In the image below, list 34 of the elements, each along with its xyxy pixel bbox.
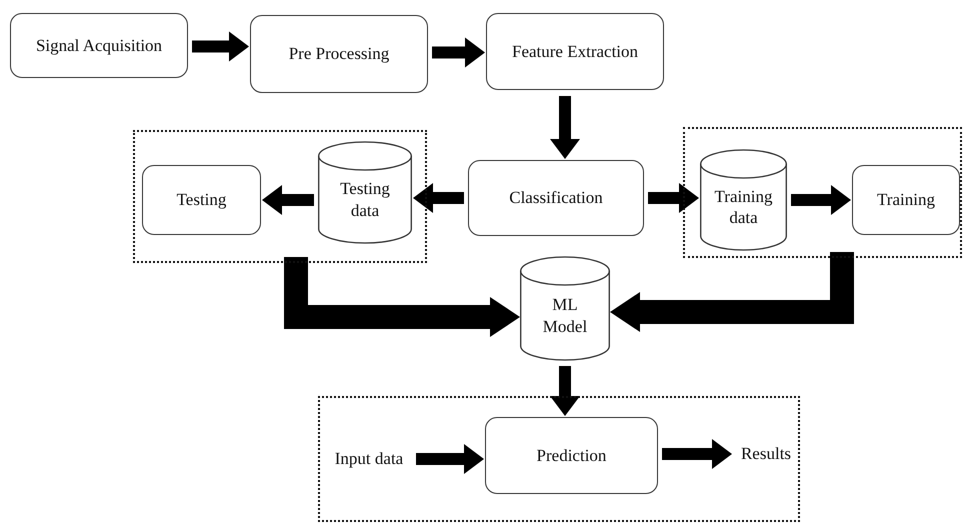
dotted-group-frame <box>133 130 427 263</box>
box-label: Signal Acquisition <box>36 36 162 56</box>
arrow <box>413 183 464 213</box>
arrow <box>550 96 580 159</box>
arrow <box>550 366 580 416</box>
flow-label: Input data <box>334 449 404 469</box>
arrow <box>791 185 851 215</box>
arrow <box>192 32 249 62</box>
process-box <box>485 417 658 494</box>
process-box <box>10 13 188 78</box>
arrow <box>648 183 699 213</box>
process-box <box>486 13 664 90</box>
box-label: Feature Extraction <box>512 42 638 62</box>
arrow <box>662 439 732 469</box>
box-label: Prediction <box>536 446 606 466</box>
process-box <box>852 165 960 235</box>
flow-label: Results <box>740 444 792 464</box>
box-label: Training <box>877 190 935 210</box>
box-label: Testing <box>176 190 226 210</box>
box-label: Testing data <box>339 178 391 221</box>
process-box <box>142 165 261 235</box>
arrow <box>610 252 854 332</box>
arrow <box>262 185 314 215</box>
arrow <box>432 38 485 68</box>
dotted-group-frame <box>318 396 800 522</box>
process-box <box>250 15 428 93</box>
process-box <box>468 160 644 236</box>
dotted-group-frame <box>683 127 962 258</box>
box-label: Classification <box>509 188 603 208</box>
box-label: ML Model <box>542 294 588 337</box>
box-label: Pre Processing <box>288 44 390 64</box>
box-label: Training data <box>714 186 774 228</box>
arrow <box>416 444 484 474</box>
arrow <box>284 257 520 337</box>
